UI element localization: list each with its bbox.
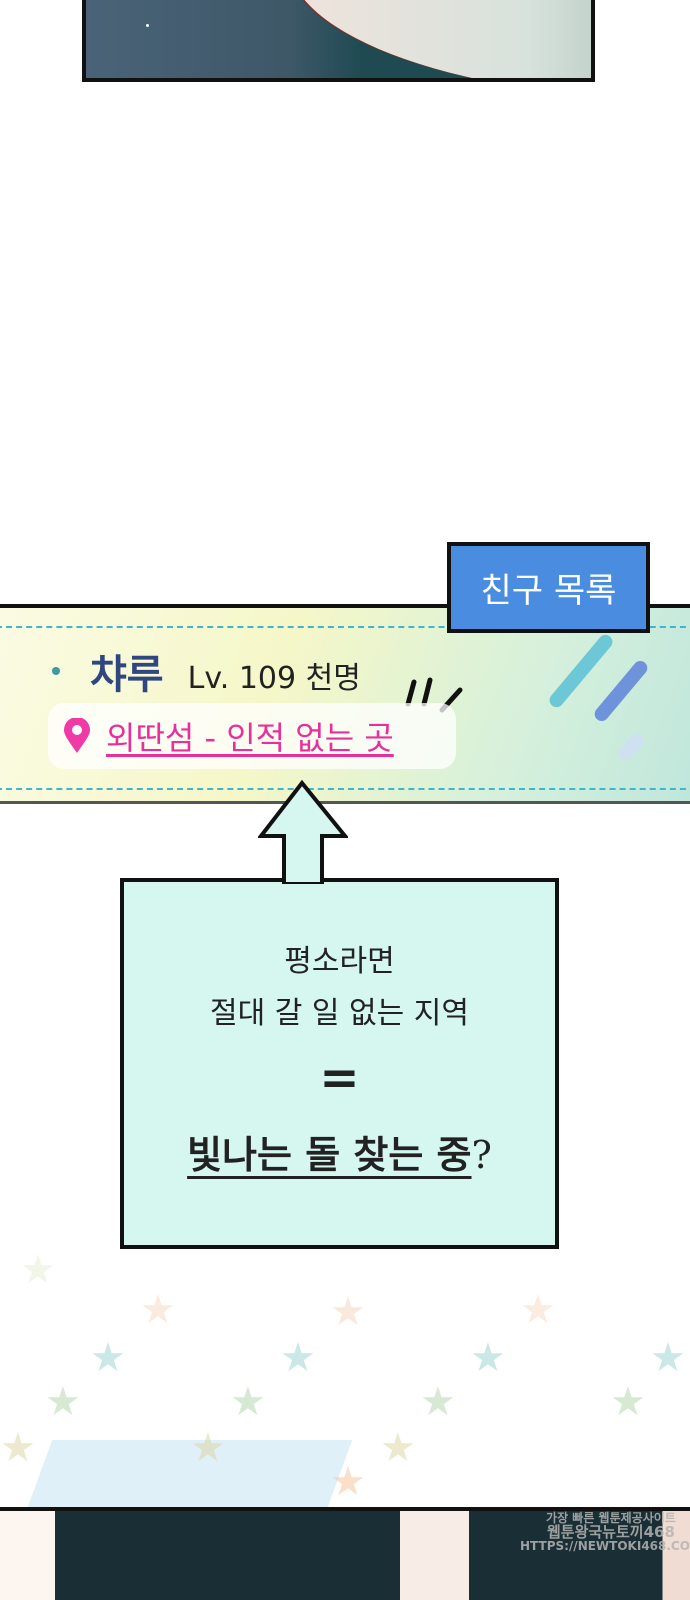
star-icon: ★ (280, 1335, 316, 1381)
dashed-line-top (0, 626, 690, 628)
watermark-line1: 가장 빠른 웹툰제공사이트 (546, 1511, 676, 1525)
watermark: 가장 빠른 웹툰제공사이트 웹툰왕국뉴토끼468 HTTPS://NEWTOKI… (520, 1512, 690, 1553)
star-icon: ★ (380, 1425, 416, 1471)
star-icon: ★ (470, 1335, 506, 1381)
star-icon: ★ (650, 1335, 686, 1381)
map-pin-icon (64, 718, 90, 753)
star-icon: ★ (330, 1289, 366, 1335)
caption-line2: 절대 갈 일 없는 지역 (210, 996, 469, 1031)
caption-equals: = (319, 1050, 360, 1106)
sparkle (146, 24, 149, 27)
watermark-line3: HTTPS://NEWTOKI468.COM (520, 1539, 690, 1554)
star-icon: ★ (90, 1335, 126, 1381)
top-comic-panel (82, 0, 595, 82)
caption-line3: 빛나는 돌 찾는 중? (124, 1124, 555, 1179)
star-icon: ★ (190, 1425, 226, 1471)
caption-line3-text: 빛나는 돌 찾는 중 (187, 1132, 472, 1177)
friend-list-button[interactable]: 친구 목록 (447, 542, 650, 633)
character-name: 챠루 (90, 652, 164, 698)
caption-question-mark: ? (471, 1133, 492, 1177)
sail-illustration (286, 0, 591, 78)
star-icon: ★ (520, 1287, 556, 1333)
location-pill[interactable]: 외딴섬 - 인적 없는 곳 (48, 703, 456, 769)
star-icon: ★ (610, 1379, 646, 1425)
star-icon: ★ (140, 1287, 176, 1333)
friend-list-label: 친구 목록 (480, 571, 617, 611)
watermark-line2: 웹툰왕국뉴토끼468 (546, 1522, 675, 1541)
star-icon: ★ (330, 1459, 366, 1505)
star-icon: ★ (230, 1379, 266, 1425)
caption-box: 평소라면 절대 갈 일 없는 지역 = 빛나는 돌 찾는 중? (120, 878, 559, 1249)
status-dot-icon (52, 667, 60, 675)
decor-stripe (591, 658, 651, 724)
up-arrow-icon (258, 780, 348, 884)
dashed-line-bottom (0, 788, 690, 790)
location-link[interactable]: 외딴섬 - 인적 없는 곳 (106, 719, 394, 757)
star-icon: ★ (45, 1379, 81, 1425)
star-icon: ★ (0, 1425, 36, 1471)
star-icon: ★ (420, 1379, 456, 1425)
caption-line1: 평소라면 (284, 944, 395, 979)
bottom-comic-panel (0, 1507, 690, 1600)
star-icon: ★ (20, 1247, 56, 1293)
profile-row: 챠루 Lv. 109 천명 (52, 642, 361, 700)
character-level: Lv. 109 천명 (187, 661, 361, 696)
decor-stripe (615, 731, 647, 763)
